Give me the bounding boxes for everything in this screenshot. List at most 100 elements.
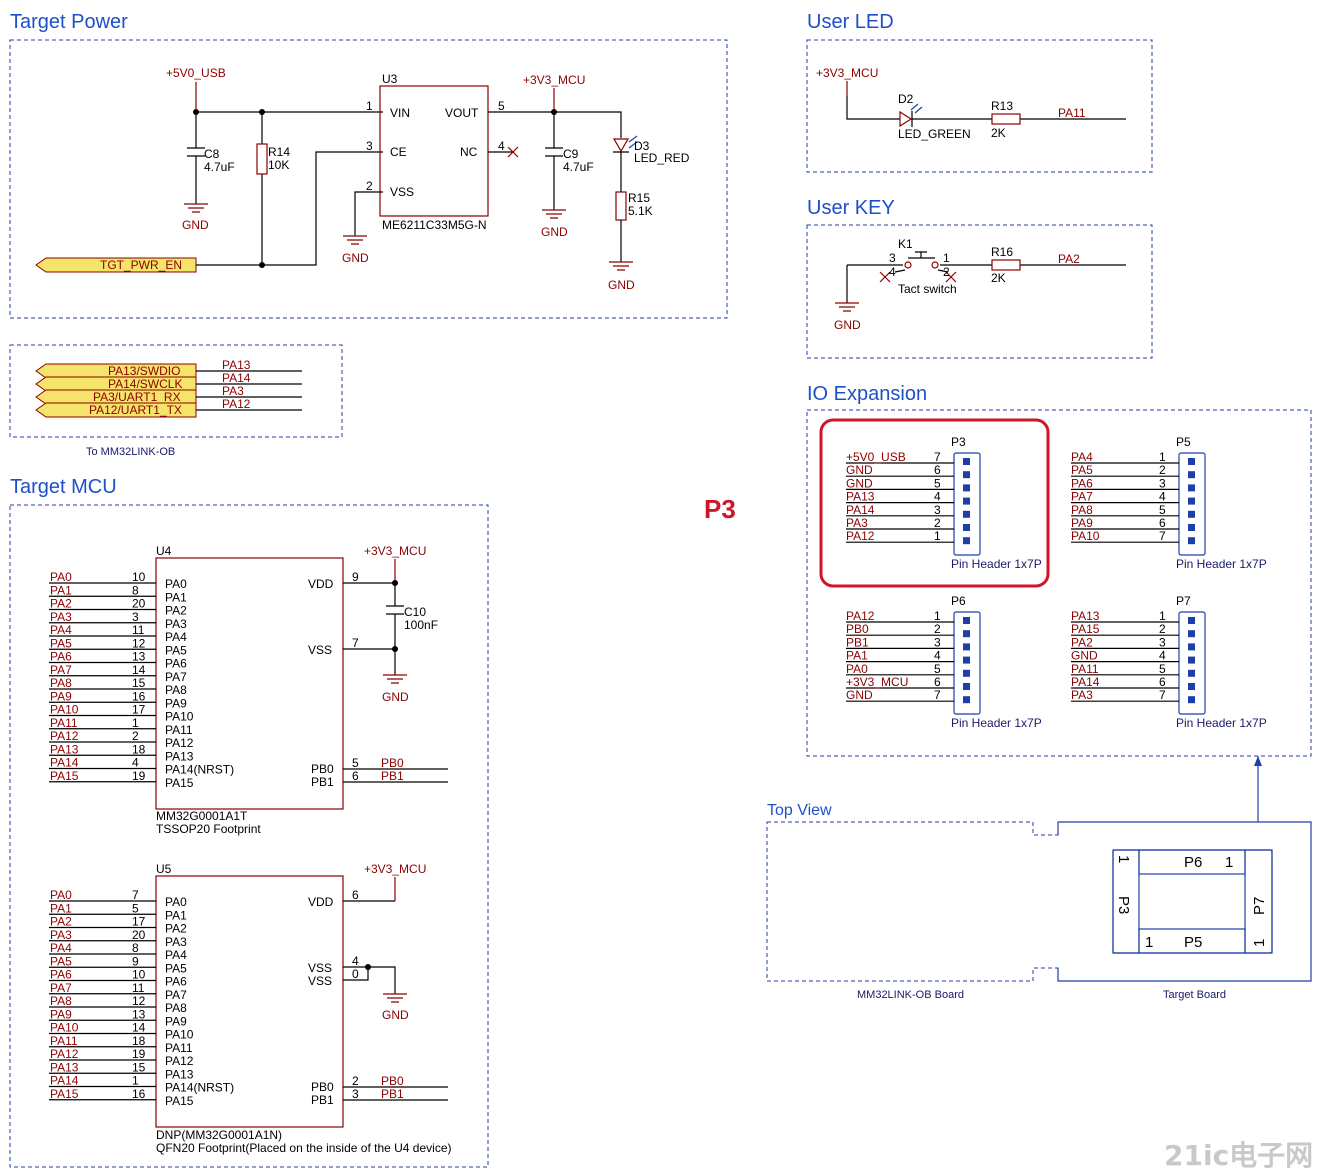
mcu-pin-name: PA6 <box>165 657 187 671</box>
u4-pin-vdd: VDD <box>308 577 334 591</box>
mcu-pin-net: PA6 <box>50 650 72 664</box>
u5-num-vss-1: 4 <box>352 954 359 968</box>
header-net: PB0 <box>846 622 869 636</box>
mcu-pin-name: PA11 <box>165 1041 193 1055</box>
u5-pin-pb0: PB0 <box>311 1080 334 1094</box>
u4-pin-pb1: PB1 <box>311 775 334 789</box>
tv-p5: P5 <box>1184 934 1202 951</box>
mcu-pin-name: PA15 <box>165 1094 194 1108</box>
header-pin <box>963 537 970 545</box>
u5-part: DNP(MM32G0001A1N) <box>156 1128 282 1142</box>
title-top-view: Top View <box>767 802 832 819</box>
gnd-u3: GND <box>342 251 369 265</box>
d2-ref: D2 <box>898 92 914 106</box>
header-pin-num: 2 <box>1159 463 1166 477</box>
u5-body <box>155 875 344 1128</box>
u4-num-vss: 7 <box>352 636 359 650</box>
header-net: PA7 <box>1071 490 1093 504</box>
k1-pin-4: 4 <box>889 265 896 279</box>
mcu-pin-num: 10 <box>132 570 146 584</box>
mcu-pin-net: PA12 <box>50 729 79 743</box>
u3-num-vin: 1 <box>366 99 373 113</box>
frame-user-led <box>806 39 1153 173</box>
u5-footprint: QFN20 Footprint(Placed on the inside of … <box>156 1141 452 1155</box>
tv-p7-pin1: 1 <box>1251 939 1268 947</box>
title-user-key: User KEY <box>807 197 895 219</box>
header-pin <box>1188 471 1195 479</box>
mcu-pin-name: PA2 <box>165 922 187 936</box>
header-pin-num: 1 <box>1159 609 1166 623</box>
u3-num-vss: 2 <box>366 179 373 193</box>
mcu-pin-net: PA1 <box>50 901 72 915</box>
mcu-pin-name: PA5 <box>165 643 187 657</box>
header-pin <box>963 524 970 531</box>
header-pin-num: 1 <box>934 609 941 623</box>
k1-value: Tact switch <box>898 282 957 296</box>
header-pin-num: 7 <box>934 450 941 464</box>
header-net: PA12 <box>846 609 875 623</box>
header-net: +3V3_MCU <box>846 675 908 689</box>
mcu-pin-num: 3 <box>132 610 139 624</box>
title-target-power: Target Power <box>10 11 128 33</box>
u4-gnd: GND <box>382 690 409 704</box>
mcu-pin-num: 11 <box>132 981 145 995</box>
u3-num-nc: 4 <box>498 139 505 153</box>
u4-footprint: TSSOP20 Footprint <box>156 822 261 836</box>
c8-value: 4.7uF <box>204 160 235 174</box>
header-pin-num: 4 <box>1159 649 1166 663</box>
u4-part: MM32G0001A1T <box>156 809 248 823</box>
mcu-pin-num: 14 <box>132 1021 146 1035</box>
mcu-pin-num: 16 <box>132 1087 146 1101</box>
key-net-pa2: PA2 <box>1058 252 1080 266</box>
port-uart1-rx: PA3/UART1_RX <box>93 390 181 404</box>
port-uart1-tx: PA12/UART1_TX <box>89 403 182 417</box>
mcu-pin-num: 19 <box>132 769 146 783</box>
header-pin <box>963 497 970 505</box>
mcu-pin-name: PA12 <box>165 736 194 750</box>
key-gnd: GND <box>834 318 861 332</box>
mcu-pin-net: PA13 <box>50 742 79 756</box>
mcu-pin-num: 15 <box>132 676 146 690</box>
p3-highlight-box <box>819 418 1050 588</box>
header-pin <box>1188 683 1195 690</box>
header-pin <box>963 510 970 518</box>
mcu-pin-net: PA14 <box>50 1074 79 1088</box>
header-net: PA0 <box>846 662 868 676</box>
mcu-pin-name: PA14(NRST) <box>165 763 234 777</box>
header-body <box>953 452 981 556</box>
header-pin-num: 5 <box>1159 503 1166 517</box>
header-body <box>1178 611 1206 715</box>
header-pin <box>963 656 970 664</box>
header-pin <box>1188 669 1195 677</box>
link-net-pa13: PA13 <box>222 358 251 372</box>
header-net: PA11 <box>1071 662 1099 676</box>
header-pin-num: 6 <box>934 675 941 689</box>
u4-pin-vss: VSS <box>308 643 332 657</box>
header-ref: P6 <box>951 594 966 608</box>
mcu-pin-name: PA11 <box>165 723 193 737</box>
header-net: PA5 <box>1071 463 1093 477</box>
r15-value: 5.1K <box>628 204 653 218</box>
mcu-pin-num: 13 <box>132 650 146 664</box>
u5-symbol: U5 DNP(MM32G0001A1N) QFN20 Footprint(Pla… <box>49 862 452 1155</box>
mcu-pin-num: 12 <box>132 994 146 1008</box>
frame-io-expansion <box>806 409 1312 757</box>
header-body <box>1178 452 1206 556</box>
u3-pin-vss: VSS <box>390 185 414 199</box>
mcu-pin-num: 16 <box>132 689 146 703</box>
u4-body <box>155 557 344 810</box>
c9-value: 4.7uF <box>563 160 594 174</box>
mcu-pin-name: PA13 <box>165 749 194 763</box>
k1-pin-2: 2 <box>943 265 950 279</box>
header-net: PA15 <box>1071 622 1100 636</box>
header-pin <box>1188 537 1195 545</box>
header-net: PA14 <box>1071 675 1100 689</box>
mcu-pin-num: 5 <box>132 901 139 915</box>
net-3v3-mcu-power: +3V3_MCU <box>523 73 585 87</box>
header-net: PA4 <box>1071 450 1093 464</box>
